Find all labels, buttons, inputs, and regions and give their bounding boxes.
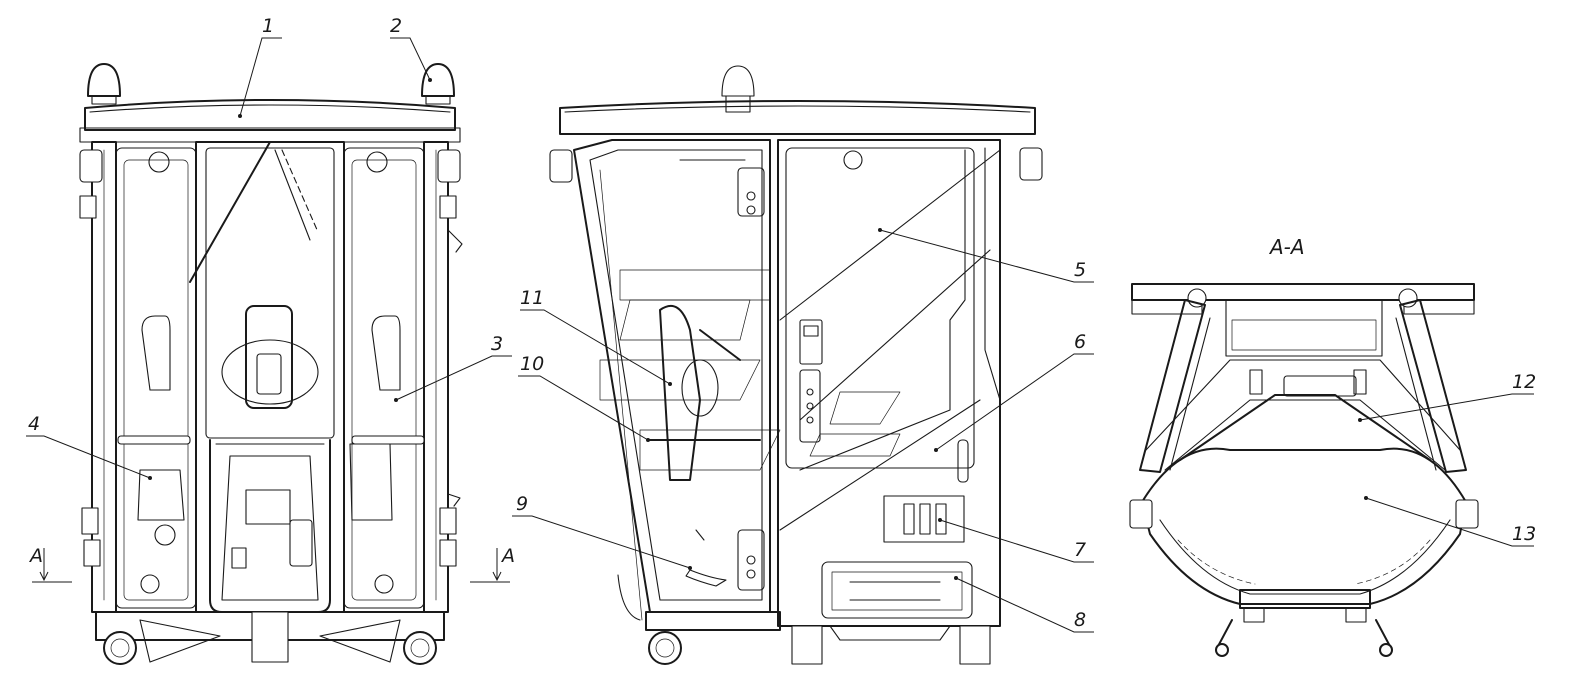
side-view (549, 65, 1043, 665)
callout-13: 13 (1512, 523, 1536, 545)
section-mark-left (32, 548, 72, 583)
callout-5: 5 (1074, 259, 1086, 281)
section-view: A-A (1129, 235, 1479, 657)
callout-labels: 1 2 3 4 5 6 7 8 9 10 11 12 13 A A (28, 15, 1536, 631)
callout-2: 2 (390, 15, 402, 37)
leaders (26, 37, 1534, 633)
beacon-left-icon (87, 63, 121, 97)
callout-6: 6 (1074, 331, 1086, 353)
hinge-icon (79, 149, 461, 567)
front-view (32, 63, 510, 665)
beacon-icon (721, 65, 755, 97)
callout-1: 1 (262, 15, 274, 37)
section-mark-right-label: A (500, 545, 515, 567)
callout-4: 4 (28, 413, 40, 435)
beacon-right-icon (421, 63, 455, 97)
callout-8: 8 (1074, 609, 1086, 631)
callout-11: 11 (520, 287, 544, 309)
section-title: A-A (1268, 235, 1305, 259)
section-mark-right (470, 548, 510, 583)
callout-12: 12 (1512, 371, 1536, 393)
callout-9: 9 (516, 493, 528, 515)
callout-3: 3 (491, 333, 503, 355)
callout-7: 7 (1074, 539, 1086, 561)
section-mark-left-label: A (28, 545, 43, 567)
callout-10: 10 (520, 353, 544, 375)
